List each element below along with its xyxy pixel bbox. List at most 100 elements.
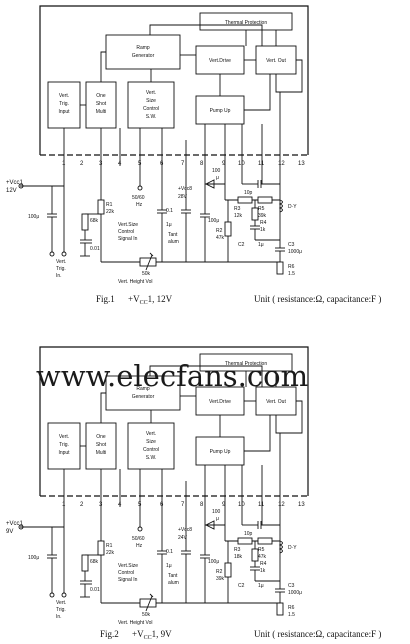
fig1-vcc: +VCC1, 12V xyxy=(128,294,173,306)
trig-in-label-2: Trig. xyxy=(56,607,66,613)
r68k-label: 68k xyxy=(90,559,99,565)
size-control-label-4: S.W. xyxy=(146,114,157,120)
vert-size-control-block xyxy=(127,422,175,470)
vcc8-value: 28V xyxy=(178,194,188,200)
one-shot-label-1: One xyxy=(96,434,106,440)
hz-label-2: Hz xyxy=(136,543,143,549)
trig-in-label-2: Trig. xyxy=(56,266,66,272)
thermal-label: Thermal Protection xyxy=(225,361,267,367)
c-mu-label: μ xyxy=(216,516,219,522)
c10p-label: 10p xyxy=(244,531,253,537)
r6-label: R6 xyxy=(288,605,295,611)
c3-label: C3 xyxy=(288,583,295,589)
r6-value: 1.5 xyxy=(288,271,295,277)
c3-label: C3 xyxy=(288,242,295,248)
one-shot-label-2: Shot xyxy=(96,101,107,107)
r3-value: 12k xyxy=(234,213,243,219)
vcc1-value: 9V xyxy=(6,529,13,535)
tant-label-1: Tant xyxy=(168,573,178,579)
vcc1-label: +Vcc1 xyxy=(6,180,24,186)
fig2-vcc: +VCC1, 9V xyxy=(132,629,172,641)
vert-out-block xyxy=(255,386,297,416)
ramp-label-2: Generator xyxy=(132,53,155,59)
c3-value: 1000μ xyxy=(288,249,302,255)
height-vol-label-1: 50k xyxy=(142,612,151,618)
pump-up-label: Pump Up xyxy=(210,108,231,114)
c001-label: 0.01 xyxy=(90,587,100,593)
ic-outline xyxy=(39,5,309,155)
size-control-label-1: Vert. xyxy=(146,90,156,96)
r6-value: 1.5 xyxy=(288,612,295,618)
pin-5-label: 5 xyxy=(138,161,142,167)
pin-13-label: 13 xyxy=(298,161,305,167)
height-vol-label-2: Vert. Height Vol xyxy=(118,279,152,285)
size-control-label-2: Size xyxy=(146,439,156,445)
r4-label: R4 xyxy=(260,220,267,226)
one-shot-label-3: Multi xyxy=(96,109,107,115)
c2-value: 1μ xyxy=(258,242,264,248)
r2-label: R2 xyxy=(216,228,223,234)
r4-value: 1k xyxy=(260,227,266,233)
r2-value: 39k xyxy=(216,576,225,582)
size-signal-label-2: Control xyxy=(118,570,134,576)
c2-label: C2 xyxy=(238,242,245,248)
watermark: www.elecfans.com xyxy=(36,359,308,393)
c-100u-label: 100μ xyxy=(28,214,39,220)
r5-label: R5 xyxy=(258,206,265,212)
trig-input-label-1: Vert. xyxy=(59,93,69,99)
one-shot-label-3: Multi xyxy=(96,450,107,456)
size-signal-label-1: Vert.Size xyxy=(118,222,138,228)
pin-2-label: 2 xyxy=(80,502,84,508)
c2-label: C2 xyxy=(238,583,245,589)
ramp-generator-block xyxy=(105,34,181,70)
r3-value: 18k xyxy=(234,554,243,560)
size-signal-label-3: Signal In xyxy=(118,577,138,583)
vert-size-control-block xyxy=(127,81,175,129)
c3-value: 1000μ xyxy=(288,590,302,596)
vert-out-label: Vert. Out xyxy=(266,399,286,405)
ramp-generator-block xyxy=(105,375,181,411)
pin-11-label: 11 xyxy=(258,502,265,508)
height-vol-label-1: 50k xyxy=(142,271,151,277)
one-shot-multi-block xyxy=(85,422,117,470)
c01-label: 0.1 xyxy=(166,208,173,214)
r4-value: 1k xyxy=(260,568,266,574)
c100u-pump-label: 100μ xyxy=(208,559,219,565)
dy-label: D·Y xyxy=(288,545,297,551)
figure-2: 1 2 3 4 5 6 7 8 9 10 11 12 13 Thermal Pr… xyxy=(6,346,309,626)
figure-1: 1 2 3 4 5 6 7 8 9 10 11 12 13 Thermal Pr… xyxy=(6,5,309,285)
trig-in-label-1: Vert. xyxy=(56,259,66,265)
r2-value: 47k xyxy=(216,235,225,241)
pin-10-label: 10 xyxy=(238,161,245,167)
vert-drive-block xyxy=(195,45,245,75)
size-control-label-3: Control xyxy=(143,447,159,453)
r1-label: R1 xyxy=(106,202,113,208)
hz-label-2: Hz xyxy=(136,202,143,208)
vert-trig-input-block xyxy=(47,81,81,129)
c01-label: 0.1 xyxy=(166,549,173,555)
tant-label-2: alum xyxy=(168,239,179,245)
vert-drive-block xyxy=(195,386,245,416)
c1u-label: 1μ xyxy=(166,563,172,569)
one-shot-label-1: One xyxy=(96,93,106,99)
fig2-unit: Unit ( resistance:Ω, capacitance:F ) xyxy=(254,629,381,639)
dy-label: D·Y xyxy=(288,204,297,210)
pin-3-label: 3 xyxy=(99,502,103,508)
tant-label-1: Tant xyxy=(168,232,178,238)
pin-4-label: 4 xyxy=(118,502,122,508)
pin-6-label: 6 xyxy=(160,502,164,508)
fig1-caption: Fig.1 xyxy=(96,294,115,304)
pin-6-label: 6 xyxy=(160,161,164,167)
ic-outline xyxy=(39,346,309,496)
r1-value: 22k xyxy=(106,209,115,215)
trig-in-label-3: In. xyxy=(56,614,62,620)
vcc1-label: +Vcc1 xyxy=(6,521,24,527)
height-vol-label-2: Vert. Height Vol xyxy=(118,620,152,626)
vcc8-label: +Vcc8 xyxy=(178,527,192,533)
trig-input-label-3: Input xyxy=(58,450,70,456)
pin-11-label: 11 xyxy=(258,161,265,167)
pin-12-label: 12 xyxy=(278,161,285,167)
tant-label-2: alum xyxy=(168,580,179,586)
vcc8-label: +Vcc8 xyxy=(178,186,192,192)
pin-12-label: 12 xyxy=(278,502,285,508)
